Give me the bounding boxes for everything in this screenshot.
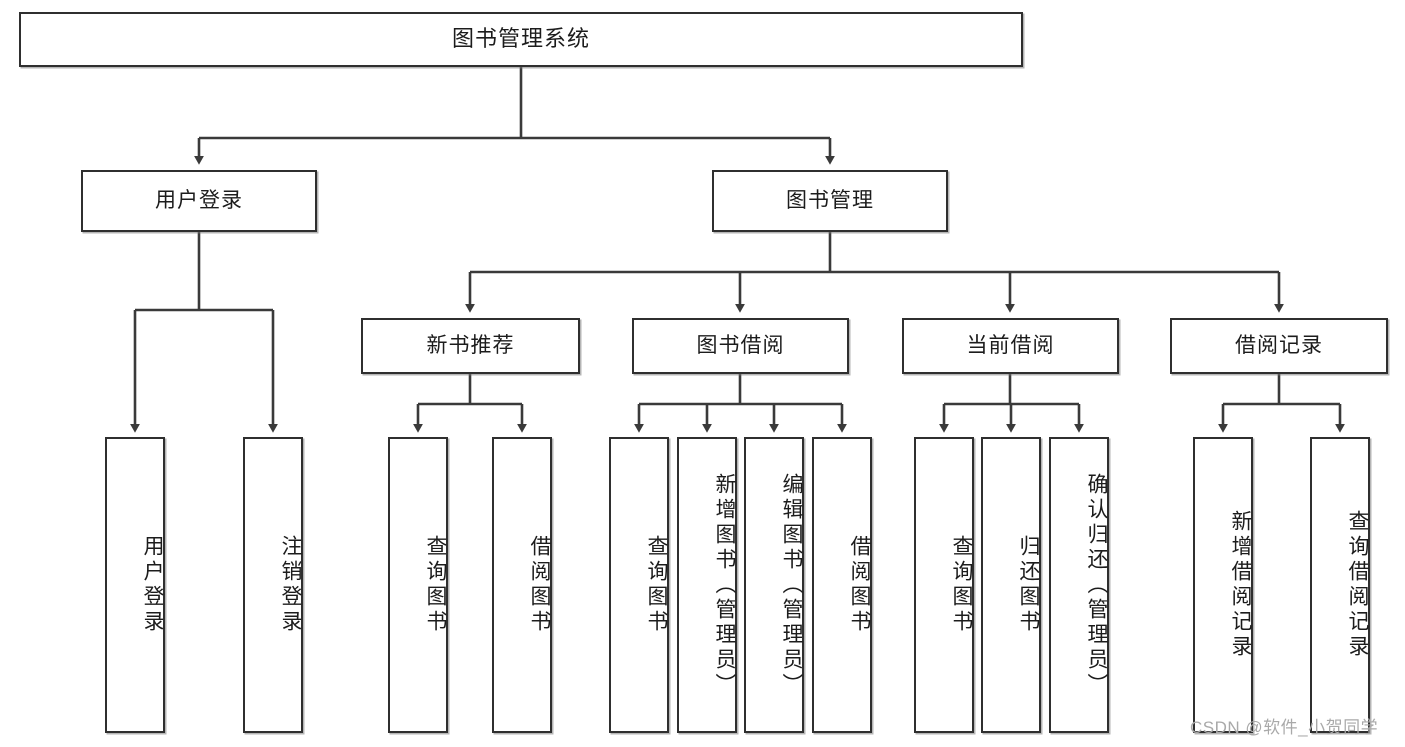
- leaf-label: 注销登录: [279, 535, 302, 635]
- leaf-add-borrow-record[interactable]: 新增借阅记录: [1193, 437, 1253, 733]
- leaf-label: 查询图书: [950, 535, 973, 635]
- leaf-user-login[interactable]: 用户登录: [105, 437, 165, 733]
- leaf-label: 用户登录: [141, 535, 164, 635]
- leaf-logout-login[interactable]: 注销登录: [243, 437, 303, 733]
- leaf-return-book[interactable]: 归还图书: [981, 437, 1041, 733]
- leaf-label: 查询借阅记录: [1346, 510, 1369, 660]
- node-borrow-record[interactable]: 借阅记录: [1170, 318, 1388, 374]
- leaf-borrow-book-recommend[interactable]: 借阅图书: [492, 437, 552, 733]
- leaf-label: 查询图书: [645, 535, 668, 635]
- leaf-query-book-recommend[interactable]: 查询图书: [388, 437, 448, 733]
- leaf-label: 查询图书: [424, 535, 447, 635]
- node-new-book-recommend[interactable]: 新书推荐: [361, 318, 580, 374]
- node-current-borrow[interactable]: 当前借阅: [902, 318, 1119, 374]
- node-book-manage[interactable]: 图书管理: [712, 170, 948, 232]
- node-book-borrow[interactable]: 图书借阅: [632, 318, 849, 374]
- leaf-label: 归还图书: [1017, 535, 1040, 635]
- leaf-label: 借阅图书: [848, 535, 871, 635]
- leaf-borrow-book[interactable]: 借阅图书: [812, 437, 872, 733]
- node-root[interactable]: 图书管理系统: [19, 12, 1023, 67]
- leaf-query-book-borrow[interactable]: 查询图书: [609, 437, 669, 733]
- leaf-query-book-current[interactable]: 查询图书: [914, 437, 974, 733]
- leaf-query-borrow-record[interactable]: 查询借阅记录: [1310, 437, 1370, 733]
- leaf-edit-book-admin[interactable]: 编辑图书（管理员）: [744, 437, 804, 733]
- leaf-add-book-admin[interactable]: 新增图书（管理员）: [677, 437, 737, 733]
- leaf-label: 编辑图书（管理员）: [780, 472, 803, 698]
- node-user-login[interactable]: 用户登录: [81, 170, 317, 232]
- leaf-confirm-return-admin[interactable]: 确认归还（管理员）: [1049, 437, 1109, 733]
- leaf-label: 确认归还（管理员）: [1085, 472, 1108, 698]
- leaf-label: 借阅图书: [528, 535, 551, 635]
- leaf-label: 新增图书（管理员）: [713, 472, 736, 698]
- leaf-label: 新增借阅记录: [1229, 510, 1252, 660]
